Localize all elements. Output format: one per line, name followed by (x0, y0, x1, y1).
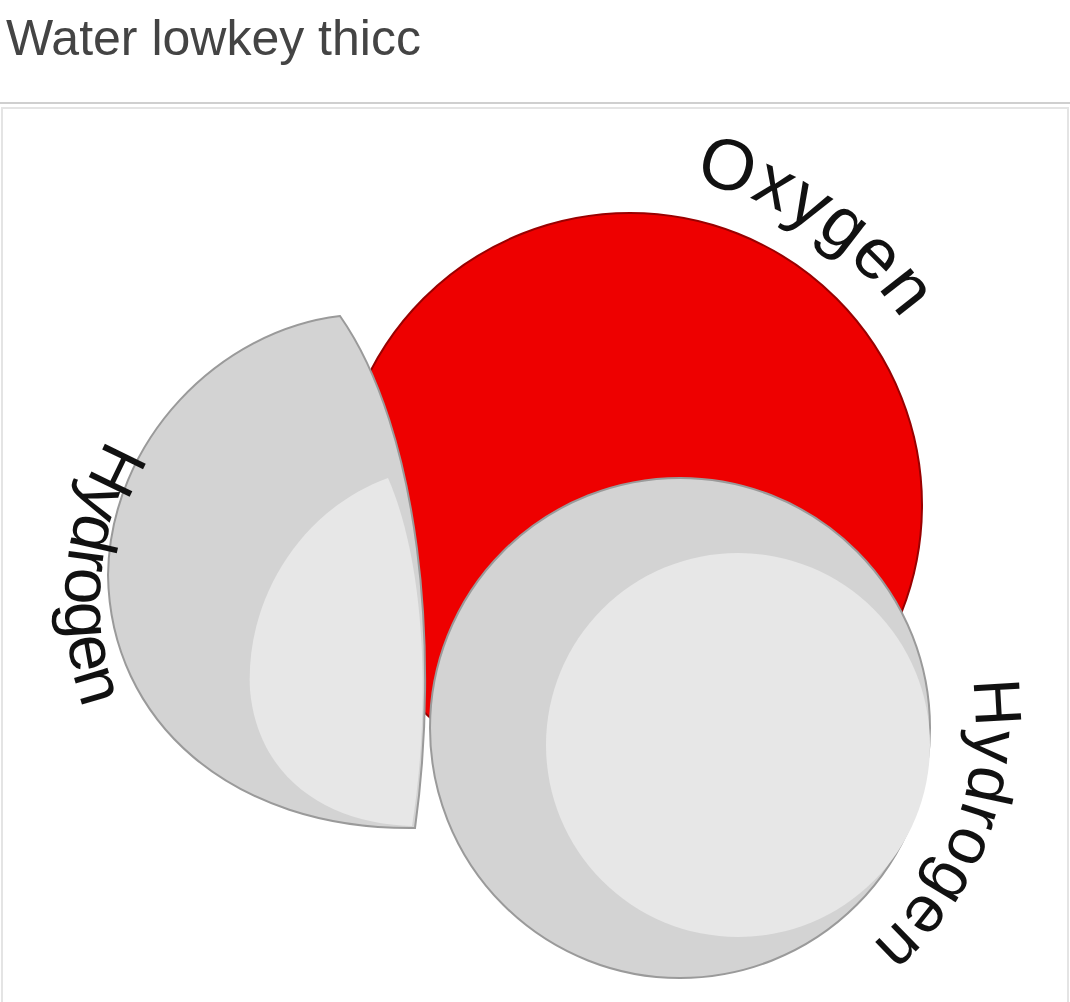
image-frame (2, 108, 1068, 1002)
hydrogen-atom (108, 316, 425, 828)
label-letter: y (963, 728, 1032, 767)
meme-title: Water lowkey thicc (6, 8, 421, 68)
atom-label: Hydrogen (0, 390, 154, 760)
atom-highlight (546, 553, 930, 937)
frame-line (0, 102, 1070, 104)
atom-label: Oxygen (646, 127, 953, 381)
atom-highlight (250, 478, 423, 826)
atom-label: Hydrogen (812, 638, 1030, 990)
label-letter: H (963, 677, 1032, 728)
hydrogen-atom (430, 478, 930, 978)
